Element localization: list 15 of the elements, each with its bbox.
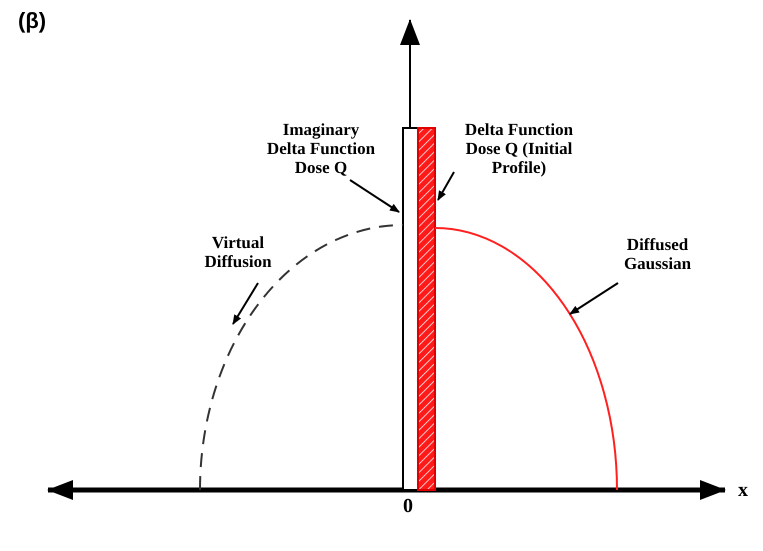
hatched-dose-bar — [417, 127, 436, 491]
leader-line — [569, 282, 619, 315]
callout-label: Diffused Gaussian — [610, 235, 705, 273]
callout-label: Delta Function Dose Q (Initial Profile) — [458, 120, 580, 177]
imaginary-dose-bar — [402, 127, 419, 491]
leader-line — [232, 282, 259, 325]
gaussian-curve — [434, 227, 618, 490]
axis-label: x — [738, 478, 748, 502]
callout-label: Virtual Diffusion — [192, 233, 284, 271]
axis-tick-label: 0 — [403, 494, 413, 518]
callout-label: Imaginary Delta Function Dose Q — [262, 120, 380, 177]
leader-line — [437, 172, 455, 201]
dashed-curve — [199, 224, 404, 490]
leader-line — [349, 179, 400, 213]
figure-label: (β) — [18, 8, 46, 34]
